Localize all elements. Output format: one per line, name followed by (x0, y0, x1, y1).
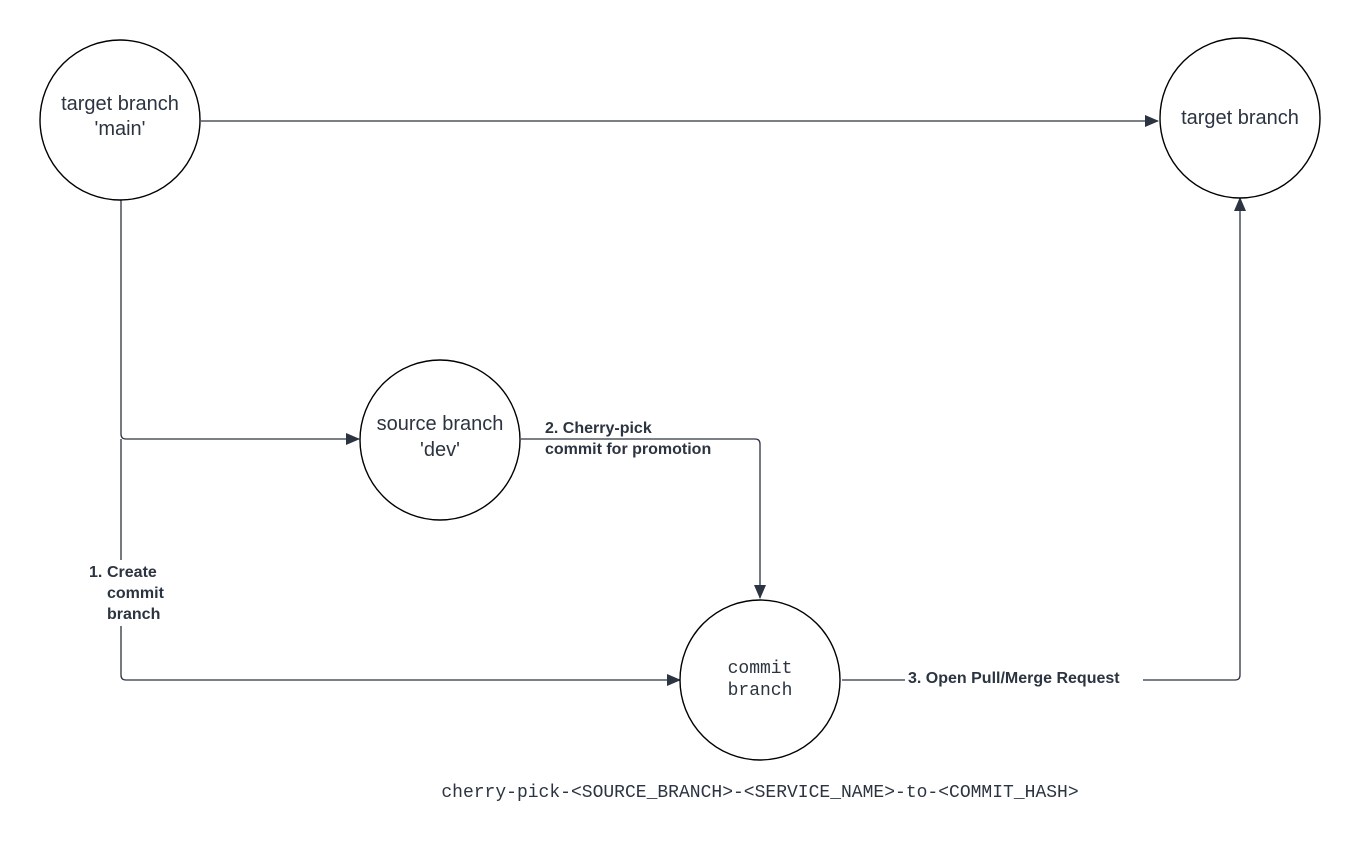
node-label: target branch (1181, 107, 1299, 129)
label-line: commit for promotion (545, 441, 711, 458)
edge-cherry-pick (521, 438, 766, 599)
node-target-main: target branch 'main' (39, 39, 201, 201)
node-label: commit (728, 659, 793, 679)
edge-main-to-source (120, 200, 360, 445)
node-label: 'main' (95, 118, 146, 140)
branch-naming-caption: cherry-pick-<SOURCE_BRANCH>-<SERVICE_NAM… (441, 783, 1078, 803)
label-line: 3. Open Pull/Merge Request (908, 670, 1120, 687)
label-line: 2. Cherry-pick (545, 420, 652, 437)
node-label: 'dev' (420, 439, 460, 461)
label-line: Create (107, 564, 157, 581)
node-label: branch (728, 681, 793, 701)
edge-create-commit-branch (120, 439, 681, 686)
edge-open-request (842, 197, 1246, 681)
label-step-number: 1. (89, 564, 102, 581)
label-open-request: 3. Open Pull/Merge Request (905, 668, 1143, 690)
node-label: target branch (61, 93, 179, 115)
label-line: branch (107, 606, 160, 623)
node-label: source branch (377, 413, 504, 435)
label-line: commit (107, 585, 165, 602)
node-commit-branch: commit branch (679, 599, 841, 761)
label-create-commit-branch: 1. Create commit branch (86, 560, 172, 626)
node-target-final: target branch (1159, 37, 1321, 199)
label-cherry-pick: 2. Cherry-pick commit for promotion (545, 420, 711, 458)
node-source-dev: source branch 'dev' (359, 359, 521, 521)
